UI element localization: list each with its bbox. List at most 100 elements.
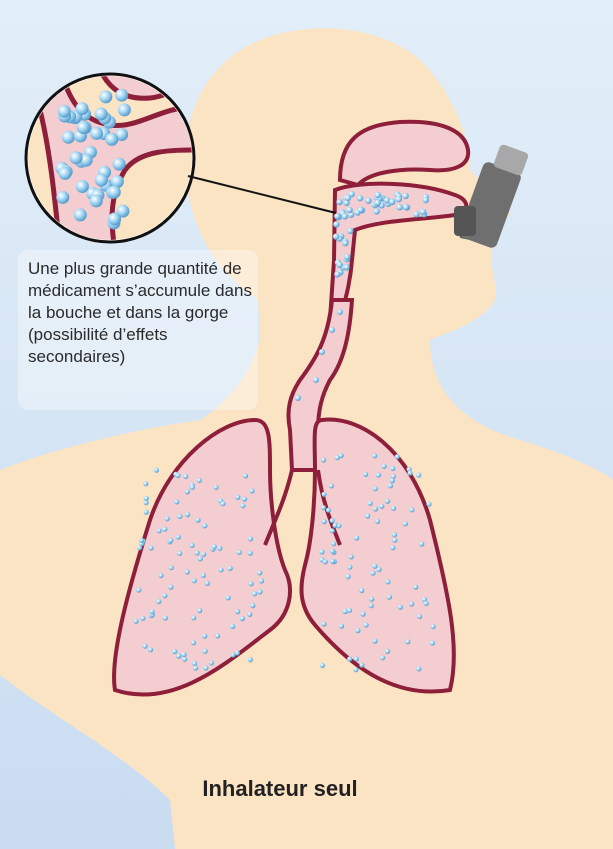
- particle-icon: [390, 478, 395, 483]
- particle-icon: [377, 567, 382, 572]
- callout-text: Une plus grande quantité de médicament s…: [28, 258, 260, 368]
- particle-icon: [58, 105, 71, 118]
- particle-icon: [191, 640, 196, 645]
- particle-icon: [172, 649, 177, 654]
- particle-icon: [385, 499, 390, 504]
- particle-icon: [240, 616, 245, 621]
- particle-icon: [390, 466, 395, 471]
- particle-icon: [359, 588, 364, 593]
- particle-icon: [403, 521, 408, 526]
- particle-icon: [248, 657, 253, 662]
- particle-icon: [168, 585, 173, 590]
- particle-icon: [365, 513, 370, 518]
- particle-icon: [136, 588, 141, 593]
- particle-icon: [209, 660, 214, 665]
- particle-icon: [413, 211, 419, 217]
- particle-icon: [347, 608, 352, 613]
- particle-icon: [148, 647, 153, 652]
- particle-icon: [343, 264, 349, 270]
- particle-icon: [331, 541, 336, 546]
- particle-icon: [168, 538, 173, 543]
- particle-icon: [295, 395, 301, 401]
- particle-icon: [361, 612, 366, 617]
- particle-icon: [175, 473, 180, 478]
- particle-icon: [205, 581, 210, 586]
- particle-icon: [365, 198, 371, 204]
- particle-icon: [195, 550, 200, 555]
- particle-icon: [420, 209, 426, 215]
- particle-icon: [257, 570, 262, 575]
- particle-icon: [343, 609, 348, 614]
- particle-icon: [99, 90, 112, 103]
- particle-icon: [330, 549, 335, 554]
- particle-icon: [364, 622, 369, 627]
- particle-icon: [105, 133, 118, 146]
- particle-icon: [319, 549, 324, 554]
- particle-icon: [334, 271, 340, 277]
- caption: Inhalateur seul: [0, 776, 560, 802]
- particle-icon: [90, 194, 103, 207]
- particle-icon: [201, 552, 206, 557]
- particle-icon: [354, 535, 359, 540]
- particle-icon: [337, 309, 343, 315]
- particle-icon: [370, 571, 375, 576]
- particle-icon: [379, 504, 384, 509]
- particle-icon: [77, 121, 90, 134]
- particle-icon: [409, 507, 414, 512]
- particle-icon: [336, 199, 342, 205]
- particle-icon: [182, 657, 187, 662]
- particle-icon: [134, 619, 139, 624]
- particle-icon: [372, 564, 377, 569]
- particle-icon: [240, 503, 245, 508]
- particle-icon: [140, 616, 145, 621]
- particle-icon: [198, 556, 203, 561]
- particle-icon: [118, 103, 131, 116]
- particle-icon: [334, 213, 340, 219]
- particle-icon: [403, 204, 409, 210]
- particle-icon: [385, 579, 390, 584]
- particle-icon: [430, 640, 435, 645]
- particle-icon: [176, 535, 181, 540]
- particle-icon: [174, 499, 179, 504]
- particle-icon: [162, 527, 167, 532]
- particle-icon: [190, 485, 195, 490]
- particle-icon: [144, 509, 149, 514]
- particle-icon: [228, 566, 233, 571]
- particle-icon: [363, 472, 368, 477]
- particle-icon: [214, 485, 219, 490]
- particle-icon: [195, 518, 200, 523]
- particle-icon: [385, 649, 390, 654]
- particle-icon: [390, 545, 395, 550]
- particle-icon: [337, 262, 343, 268]
- particle-icon: [368, 501, 373, 506]
- particle-icon: [342, 240, 348, 246]
- particle-icon: [389, 199, 395, 205]
- particle-icon: [191, 615, 196, 620]
- particle-icon: [426, 502, 431, 507]
- particle-icon: [382, 464, 387, 469]
- particle-icon: [113, 158, 126, 171]
- particle-icon: [388, 483, 393, 488]
- particle-icon: [212, 544, 217, 549]
- particle-icon: [108, 186, 121, 199]
- particle-icon: [259, 578, 264, 583]
- particle-icon: [202, 523, 207, 528]
- particle-icon: [95, 174, 108, 187]
- particle-icon: [76, 102, 89, 115]
- particle-icon: [392, 538, 397, 543]
- particle-icon: [375, 519, 380, 524]
- particle-icon: [375, 192, 381, 198]
- particle-icon: [419, 541, 424, 546]
- particle-icon: [163, 615, 168, 620]
- particle-icon: [74, 208, 87, 221]
- particle-icon: [347, 565, 352, 570]
- particle-icon: [398, 605, 403, 610]
- particle-icon: [177, 514, 182, 519]
- particle-icon: [56, 191, 69, 204]
- particle-icon: [372, 453, 377, 458]
- particle-icon: [230, 652, 235, 657]
- particle-icon: [321, 457, 326, 462]
- particle-icon: [416, 666, 421, 671]
- particle-icon: [392, 532, 397, 537]
